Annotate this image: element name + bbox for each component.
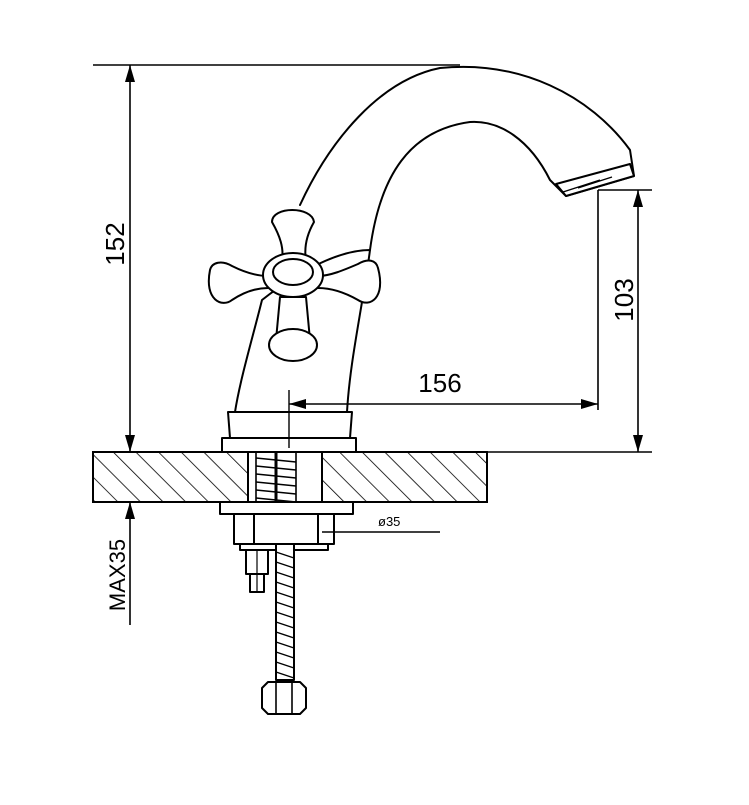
mounting-nut <box>219 501 354 551</box>
hole-diameter-label: ø35 <box>378 514 400 529</box>
total-height-label: 152 <box>100 222 130 265</box>
hose-hex-nut <box>261 681 307 715</box>
threaded-shank <box>255 451 297 503</box>
faucet-spout <box>299 65 635 251</box>
max-thickness-label: MAX35 <box>105 539 130 611</box>
spout-reach-label: 156 <box>418 368 461 398</box>
side-fitting <box>245 549 269 593</box>
flexible-hose <box>275 543 295 681</box>
spout-height-label: 103 <box>609 278 639 321</box>
dim-max-thickness <box>125 502 135 625</box>
cross-handle <box>207 209 382 362</box>
dim-spout-height <box>322 189 652 453</box>
dim-spout-reach <box>289 190 599 410</box>
dim-total-height <box>93 64 460 452</box>
